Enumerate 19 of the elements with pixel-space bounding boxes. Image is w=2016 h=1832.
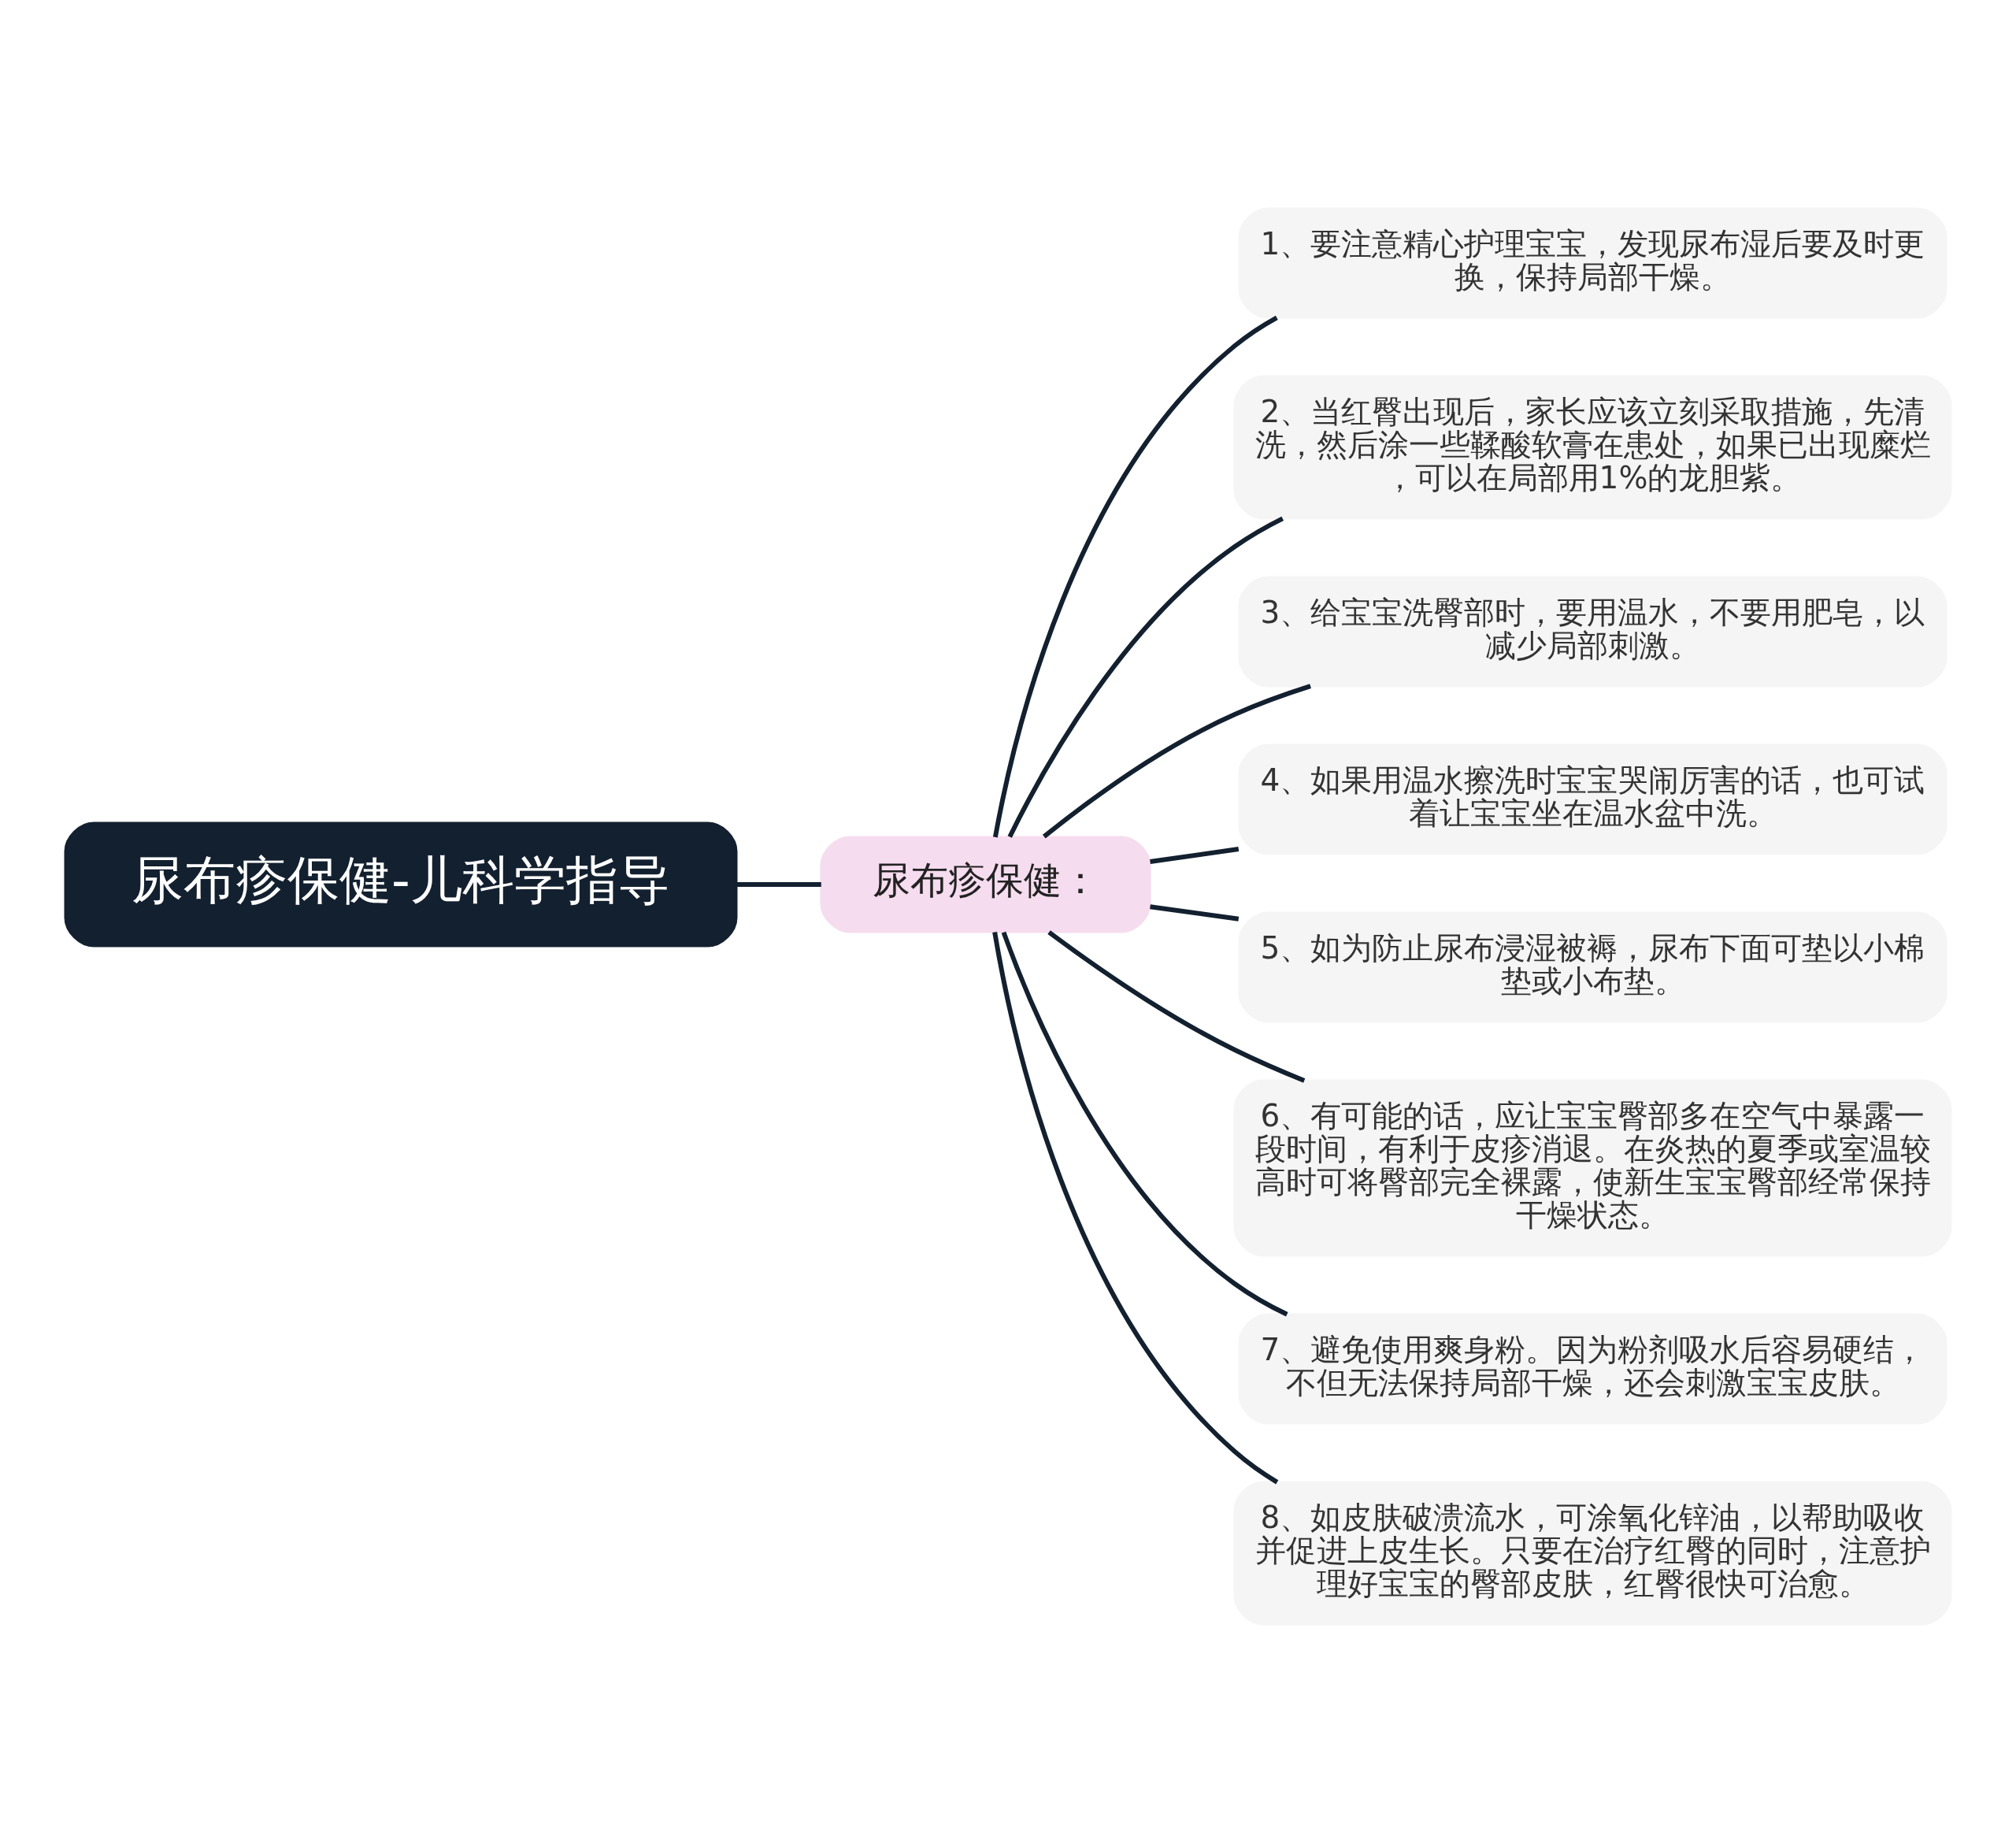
- connector: [1150, 903, 1240, 922]
- node-box: 3、给宝宝洗臀部时，要用温水，不要用肥皂，以减少局部刺激。: [1238, 576, 1947, 687]
- connector: [1007, 516, 1284, 838]
- node-box: 8、如皮肤破溃流水，可涂氧化锌油，以帮助吸收并促进上皮生长。只要在治疗红臀的同时，注意护理好宝宝的臀部皮肤，红臀很快可治愈。: [1233, 1481, 1952, 1625]
- connector: [992, 315, 1278, 837]
- node-box: 尿布疹保健：: [820, 836, 1151, 933]
- connector: [992, 931, 1279, 1484]
- node-box: 1、要注意精心护理宝宝，发现尿布湿后要及时更换，保持局部干燥。: [1238, 207, 1947, 318]
- connector: [1150, 846, 1240, 864]
- node-box: 6、有可能的话，应让宝宝臀部多在空气中暴露一段时间，有利于皮疹消退。在炎热的夏季或室温较高时可将臀部完全裸露，使新生宝宝臀部经常保持干燥状态。: [1233, 1079, 1952, 1256]
- connector: [736, 881, 821, 887]
- node-box: 5、如为防止尿布浸湿被褥，尿布下面可垫以小棉垫或小布垫。: [1238, 911, 1947, 1022]
- node-box: 尿布疹保健-儿科学指导: [64, 821, 738, 947]
- connector: [1047, 929, 1306, 1083]
- node-box: 7、避免使用爽身粉。因为粉剂吸水后容易硬结，不但无法保持局部干燥，还会刺激宝宝皮肤。: [1238, 1313, 1947, 1424]
- node-box: 4、如果用温水擦洗时宝宝哭闹厉害的话，也可试着让宝宝坐在温水盆中洗。: [1238, 744, 1947, 855]
- connector: [1001, 931, 1288, 1317]
- node-box: 2、当红臀出现后，家长应该立刻采取措施，先清洗，然后涂一些鞣酸软膏在患处，如果已出现糜烂，可以在局部用1%的龙胆紫。: [1233, 375, 1952, 519]
- connector: [1042, 683, 1311, 839]
